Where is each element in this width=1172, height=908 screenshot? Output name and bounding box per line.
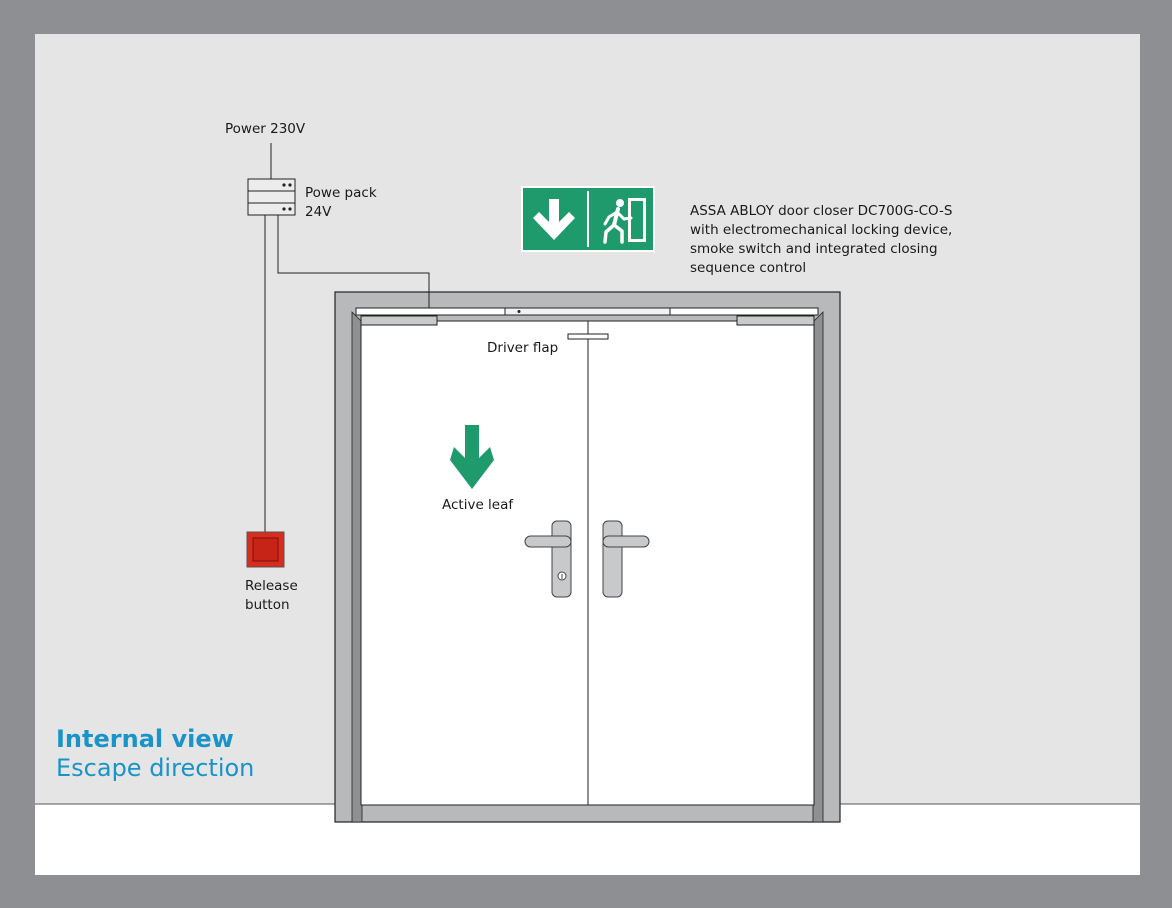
door-handle-right-icon	[602, 520, 650, 598]
power-pack-label-line2: 24V	[305, 204, 332, 220]
active-leaf-arrow-down-icon	[450, 425, 494, 489]
power-pack-label-line1: Powe pack	[305, 185, 377, 201]
frame-left-post-shade	[351, 311, 363, 823]
door-closer-arm-left	[360, 315, 438, 326]
door-closer-label-line3: smoke switch and integrated closing	[690, 241, 938, 257]
exit-arrow-down-icon	[533, 199, 575, 240]
door-closer-arm-right	[736, 315, 815, 326]
door-closer-screw	[517, 310, 521, 313]
closer-cable	[277, 215, 430, 308]
driver-flap-label: Driver flap	[487, 340, 559, 356]
release-button-label-line1: Release	[245, 578, 298, 594]
door-closer-label-line1: ASSA ABLOY door closer DC700G-CO-S	[690, 203, 953, 219]
release-button-icon	[246, 531, 285, 568]
power-pack-icon	[247, 178, 296, 216]
direction-subtitle: Escape direction	[56, 754, 255, 782]
release-button-label-line2: button	[245, 597, 290, 613]
door-closer-label-line4: sequence control	[690, 260, 807, 276]
door-closer-label-line2: with electromechanical locking device,	[690, 222, 953, 238]
door-closer-center-unit	[504, 307, 671, 316]
emergency-exit-sign-icon	[521, 186, 655, 252]
active-leaf-label: Active leaf	[442, 497, 514, 513]
frame-right-post-shade	[812, 311, 824, 823]
driver-flap	[567, 333, 609, 340]
door-handle-left-icon	[524, 520, 572, 598]
power-label: Power 230V	[225, 121, 306, 137]
view-title: Internal view	[56, 725, 234, 753]
running-man-icon	[603, 198, 646, 244]
